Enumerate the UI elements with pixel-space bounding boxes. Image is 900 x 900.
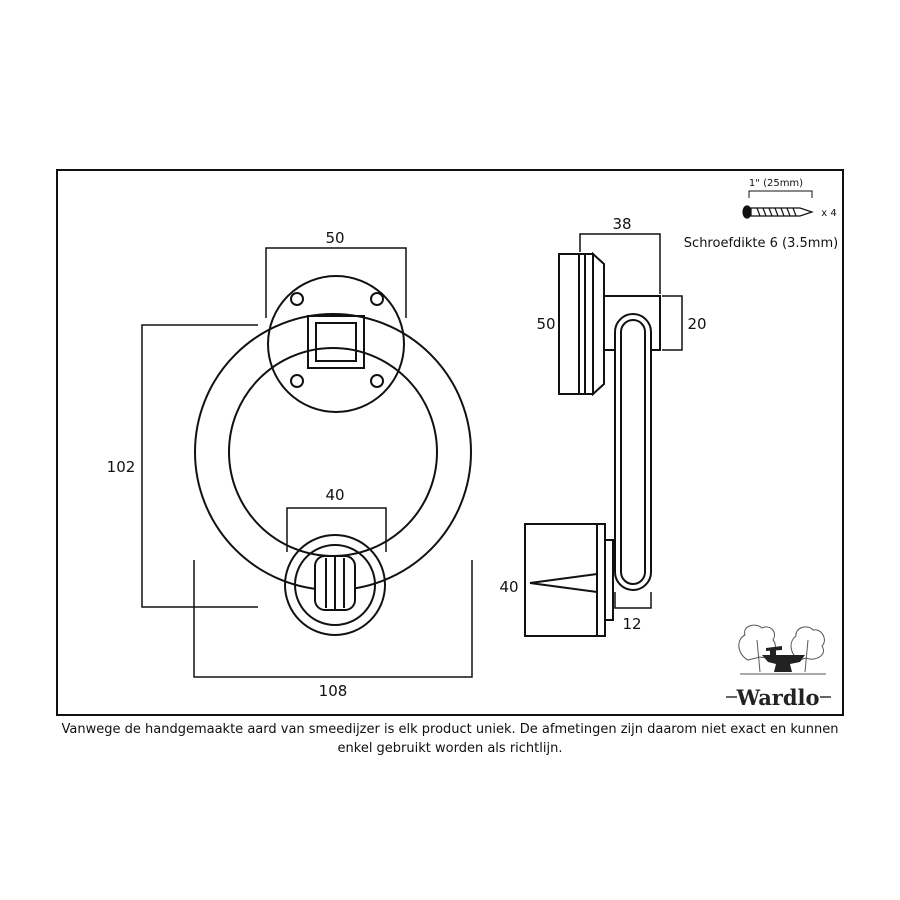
side-view	[524, 251, 661, 637]
dim-line-height	[141, 324, 258, 608]
front-dimensions	[141, 247, 473, 678]
knocker-ring-inner	[228, 347, 438, 557]
screw-detail: 1" (25mm) x 4 Schroefdikte 6 (3.5mm)	[684, 178, 838, 251]
screw-hole	[290, 374, 304, 388]
dim-line-top-width	[265, 247, 407, 318]
top-backplate	[267, 275, 405, 413]
dim-line-ring-thickness	[614, 592, 652, 609]
screw-hole	[370, 374, 384, 388]
dim-line-arm-height	[662, 295, 683, 351]
dim-line-hammer-width	[286, 507, 387, 552]
drawing-frame	[56, 169, 844, 716]
screw-hole	[290, 292, 304, 306]
side-ring	[614, 313, 652, 591]
dim-height: 102	[107, 458, 136, 476]
wardlo-logo: Wardlo	[726, 624, 831, 710]
anvil-icon	[762, 646, 805, 672]
front-view	[194, 275, 472, 636]
logo-brand-text: Wardlo	[735, 685, 819, 710]
pivot-block-outer	[307, 315, 365, 369]
dim-arm-height: 20	[687, 315, 706, 333]
dim-ring-thickness: 12	[622, 615, 641, 633]
screw-icon	[742, 205, 814, 219]
striker-spike	[529, 572, 598, 594]
screw-length-label: 1" (25mm)	[749, 178, 803, 189]
screw-length-line	[748, 190, 813, 198]
striker-plate-outer	[284, 534, 386, 636]
screw-quantity: x 4	[821, 208, 836, 219]
side-striker-face	[604, 539, 614, 621]
side-ring-inner	[620, 319, 646, 585]
screw-hole	[370, 292, 384, 306]
dim-striker-height: 40	[499, 578, 518, 596]
dim-line-depth	[579, 233, 661, 294]
dim-depth: 38	[612, 215, 631, 233]
dim-hammer-width: 40	[325, 486, 344, 504]
disclaimer-text: Vanwege de handgemaakte aard van smeedij…	[61, 722, 839, 756]
dim-line-overall-width	[193, 560, 473, 678]
dim-top-width: 50	[325, 229, 344, 247]
side-striker-plate	[596, 523, 606, 637]
screw-gauge-label: Schroefdikte 6 (3.5mm)	[684, 236, 838, 251]
side-backplate	[558, 253, 586, 395]
dim-plate-height: 50	[536, 315, 555, 333]
side-dimensions	[579, 233, 683, 609]
dim-overall-width: 108	[319, 682, 348, 700]
pivot-block-inner	[315, 322, 357, 362]
side-backplate-bevel	[592, 251, 605, 397]
